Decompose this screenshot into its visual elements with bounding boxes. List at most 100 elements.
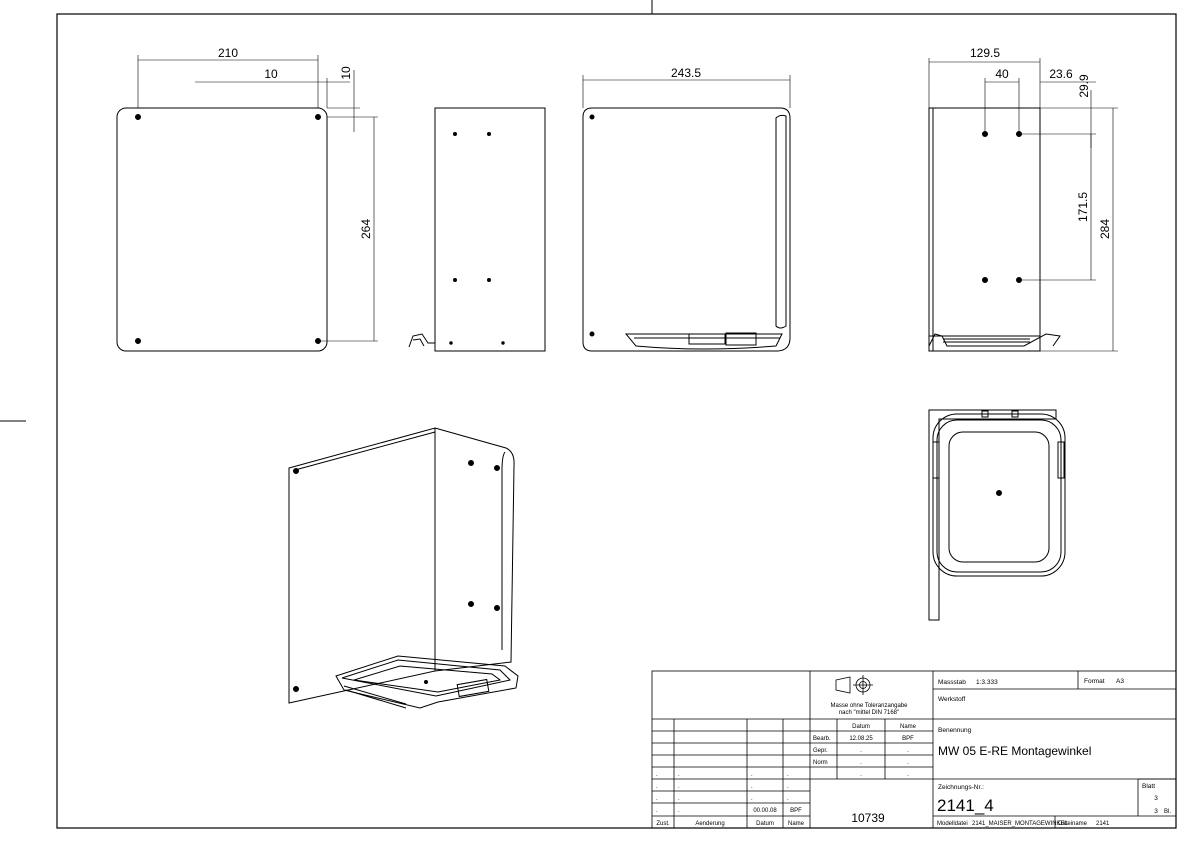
sheet-frame (56, 13, 1177, 829)
tray-profile (928, 333, 1061, 347)
hole (315, 114, 321, 120)
hole (293, 686, 299, 692)
rev-dot: . (751, 784, 753, 790)
side-view-2 (582, 107, 791, 352)
sheet-total: 3 (1154, 808, 1158, 815)
isometric-view (288, 427, 519, 709)
side-view (408, 107, 546, 352)
hole (468, 460, 474, 466)
col-name-header: Name (900, 724, 917, 730)
part-number: 10739 (851, 811, 885, 825)
hole (501, 341, 505, 345)
rev-col-change: Aenderung (695, 821, 724, 827)
bearb-name: BPF (902, 736, 914, 742)
sheet-label: Blatt (1142, 783, 1155, 790)
file-label: Dateiname (1058, 821, 1088, 827)
tray-inner (948, 431, 1050, 563)
hole (589, 331, 595, 337)
title-block (651, 670, 1177, 829)
file-value: 2141 (1096, 821, 1110, 827)
rev-col-date: Datum (756, 821, 774, 827)
side-dimension-lines (582, 75, 791, 108)
title-label: Benennung (938, 727, 972, 734)
rev-col-zust: Zust. (656, 821, 670, 827)
iso-side-plate (434, 427, 515, 672)
top-view (928, 409, 1066, 621)
model-value: 2141_MAISER_MONTAGEWINKEL (972, 821, 1069, 827)
drawing-no-label: Zeichnungs-Nr.: (938, 784, 984, 791)
dim-front-offset-y: 10 (339, 66, 353, 80)
hole (996, 490, 1002, 496)
hole (487, 278, 491, 282)
right-dimension-lines (928, 58, 1118, 352)
drawing-title: MW 05 E-RE Montagewinkel (938, 744, 1091, 758)
rev-dot: . (751, 772, 753, 778)
row-bearb: Bearb. (813, 736, 831, 742)
col-date-header: Datum (852, 724, 870, 730)
norm-date: . (860, 760, 862, 766)
rev-dot: . (787, 772, 789, 778)
hole (135, 338, 141, 344)
dim-right-hole-spacing: 40 (995, 67, 1009, 81)
tray-outer (932, 413, 1066, 577)
model-label: Modelldatei (937, 821, 968, 827)
material-label: Werkstoff (938, 696, 965, 703)
rev-dot: . (656, 808, 658, 814)
dim-right-width: 129.5 (970, 46, 1000, 60)
extra-name: . (907, 772, 909, 778)
tolerance-line-2: nach "mittel DIN 7168" (839, 710, 899, 716)
dim-side-width: 243.5 (671, 66, 701, 80)
format-value: A3 (1116, 678, 1124, 685)
scale-value: 1:3.333 (976, 679, 998, 686)
sheet-number: 3 (1154, 795, 1158, 802)
rev-dot: . (656, 784, 658, 790)
tolerance-line-1: Masse ohne Toleranzangabe (831, 703, 909, 709)
tray-mid (936, 419, 1062, 573)
scale-label: Massstab (938, 679, 966, 686)
dim-right-hole-vertical: 171.5 (1076, 192, 1090, 222)
rev-dot: . (787, 784, 789, 790)
drawing-number: 2141_4 (937, 796, 994, 815)
right-view (928, 107, 1061, 352)
dim-front-height: 264 (359, 219, 373, 239)
row-gepr: Gepr. (813, 748, 828, 754)
rev-date: 00.00.08 (753, 808, 777, 814)
rev-dot: . (656, 772, 658, 778)
hole (468, 601, 474, 607)
sheet-suffix: Bl. (1164, 809, 1171, 815)
rev-dot: . (787, 796, 789, 802)
hole (982, 277, 988, 283)
dim-right-top-offset: 29.9 (1077, 74, 1091, 98)
rev-col-name: Name (788, 821, 805, 827)
front-dimension-lines (137, 55, 378, 342)
front-plate (116, 107, 328, 352)
rev-dot: . (678, 796, 680, 802)
hole (449, 341, 453, 345)
bearb-date: 12.08.25 (849, 736, 873, 742)
gepr-date: . (860, 748, 862, 754)
rev-dot: . (656, 796, 658, 802)
hole (135, 114, 141, 120)
tray-edge (624, 333, 783, 350)
tray-profile (408, 333, 435, 348)
hole (453, 132, 457, 136)
dim-right-hole-offset: 23.6 (1049, 67, 1073, 81)
dim-front-width: 210 (218, 46, 238, 60)
rev-dot: . (678, 772, 680, 778)
rev-name: BPF (790, 808, 802, 814)
hole (293, 468, 299, 474)
projection-cone-icon (835, 676, 851, 694)
hole (487, 132, 491, 136)
iso-tray (335, 655, 519, 709)
rev-dot: . (678, 784, 680, 790)
front-view (116, 107, 328, 352)
gepr-name: . (907, 748, 909, 754)
rev-dot: . (678, 808, 680, 814)
extra-date: . (860, 772, 862, 778)
hole (494, 465, 500, 471)
dim-front-offset-x: 10 (264, 67, 278, 81)
row-norm: Norm (813, 760, 828, 766)
hole (315, 338, 321, 344)
hole (589, 114, 595, 120)
